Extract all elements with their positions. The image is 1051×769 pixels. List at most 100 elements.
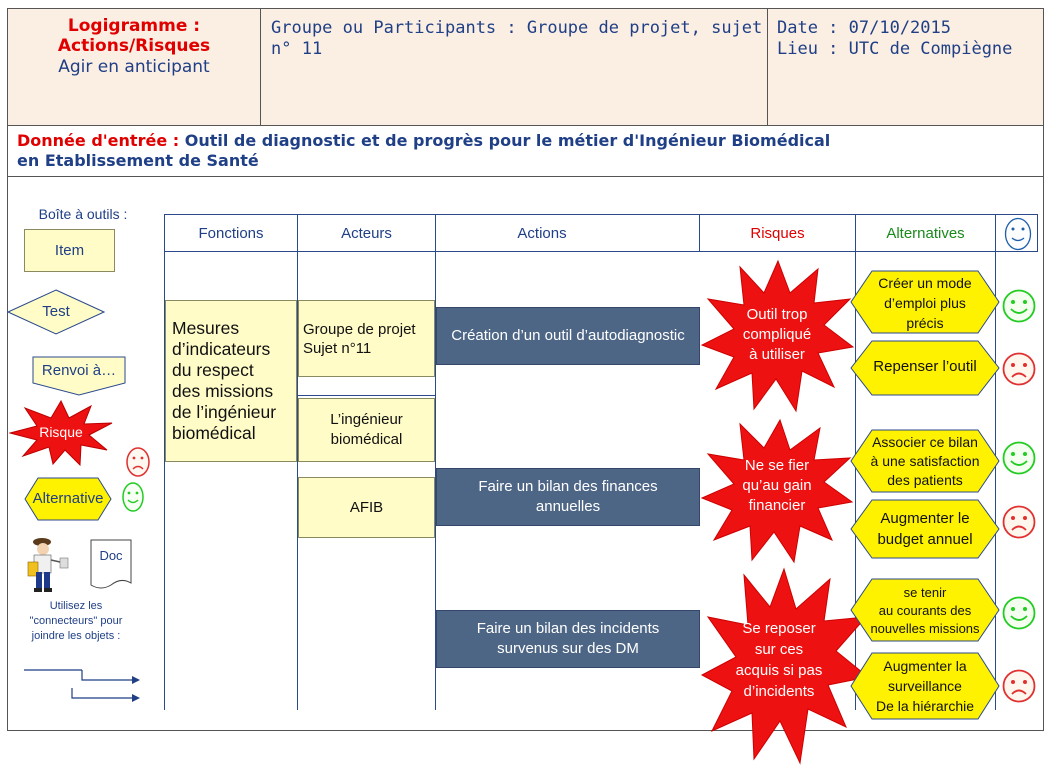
fonction-line: d’indicateurs — [172, 339, 271, 359]
toolbox-renvoi-shape[interactable] — [32, 356, 126, 396]
lieu-label: Lieu : UTC de Compiègne — [777, 39, 1013, 59]
alternative-hex-1[interactable] — [850, 270, 1000, 334]
risk-line: compliqué — [742, 326, 812, 343]
toolbox-item[interactable]: Item — [24, 229, 115, 272]
acteur-line: Sujet n°11 — [303, 339, 372, 357]
col-line-1 — [297, 214, 298, 710]
risk-line: d’incidents — [743, 683, 815, 700]
sad-face-icon — [1002, 505, 1036, 539]
col-header-fonctions: Fonctions — [198, 224, 264, 242]
group-label: Groupe ou Participants : Groupe de proje… — [271, 18, 763, 38]
toolbox-doc-label: Doc — [99, 548, 123, 563]
action-line: Faire un bilan des incidents — [476, 620, 660, 637]
alternative-text-2: Repenser l’outil — [873, 358, 977, 375]
col-header-actions: Actions — [517, 224, 567, 242]
col-line-2 — [435, 214, 436, 710]
toolbox-alternative-label: Alternative — [32, 490, 104, 507]
fonction-box[interactable]: Mesures d’indicateurs du respect des mis… — [165, 300, 297, 462]
fonction-text: Mesures d’indicateurs du respect des mis… — [172, 318, 276, 444]
fonction-line: du respect — [172, 360, 254, 380]
alternative-line: budget annuel — [877, 531, 973, 548]
risk-burst-1[interactable] — [700, 259, 855, 413]
col-header-risques: Risques — [750, 224, 805, 242]
action-label: Création d’un outil d’autodiagnostic — [451, 327, 685, 344]
alternative-line: se tenir — [903, 585, 947, 600]
col-line-0 — [164, 214, 165, 710]
action-line: survenus sur des DM — [497, 640, 639, 657]
risk-burst-2[interactable] — [700, 418, 855, 564]
risk-line: qu’au gain — [742, 477, 812, 494]
toolbox-title: Boîte à outils : — [38, 206, 128, 222]
alternative-line: des patients — [887, 472, 963, 488]
toolbox-connectors-line1: Utilisez les — [49, 600, 103, 612]
action-text: Faire un bilan des incidents survenus sur… — [477, 619, 660, 659]
acteur-line: Groupe de projet — [303, 320, 416, 338]
input-line2: en Etablissement de Santé — [17, 151, 259, 170]
fonction-line: des missions — [172, 381, 274, 401]
sad-face-icon — [1002, 352, 1036, 386]
action-bilan-incidents[interactable]: Faire un bilan des incidents survenus sur… — [436, 610, 700, 668]
date-label: Date : 07/10/2015 — [777, 18, 951, 38]
risk-line: à utiliser — [749, 346, 805, 363]
toolbox-test-label: Test — [42, 303, 70, 320]
fonction-line: Mesures — [172, 318, 240, 338]
acteur-separator — [298, 395, 435, 396]
risk-burst-3[interactable] — [700, 567, 870, 765]
table-top-line — [164, 214, 1037, 215]
input-row-box — [7, 125, 1044, 177]
action-line: Faire un bilan des finances — [478, 478, 658, 495]
person-icon — [27, 538, 69, 592]
risk-line: Ne se fier — [744, 457, 810, 474]
alternative-line: Augmenter la — [883, 658, 967, 674]
acteur-afib[interactable]: AFIB — [298, 477, 435, 538]
toolbox-connectors-line2: "connecteurs" pour — [29, 615, 123, 627]
alternative-hex-2[interactable] — [850, 340, 1000, 396]
col-line-3 — [699, 214, 700, 252]
toolbox-connectors-line3: joindre les objets : — [31, 630, 121, 642]
col-header-alternatives: Alternatives — [886, 224, 965, 242]
input-line1: Outil de diagnostic et de progrès pour l… — [184, 131, 831, 150]
fonction-line: de l’ingénieur — [172, 402, 277, 422]
alternative-hex-5[interactable] — [850, 578, 1000, 642]
alternative-line: précis — [906, 315, 944, 331]
toolbox-test-shape[interactable] — [7, 289, 105, 335]
risk-line: Se reposer — [742, 620, 816, 637]
fonction-line: biomédical — [172, 423, 256, 443]
action-creation-outil[interactable]: Création d’un outil d’autodiagnostic — [436, 307, 700, 365]
alternative-hex-3[interactable] — [850, 429, 1000, 493]
page-title-line2: Actions/Risques — [57, 36, 211, 56]
table-header-line — [164, 251, 1037, 252]
alternative-hex-4[interactable] — [850, 499, 1000, 559]
alternative-line: au courants des — [878, 603, 972, 618]
toolbox-alternative-shape[interactable] — [24, 477, 112, 521]
page-title: Logigramme : — [67, 16, 201, 36]
risk-line: financier — [748, 497, 806, 514]
happy-face-icon — [1002, 441, 1036, 475]
alternative-text-5: se tenir au courants des nouvelles mission… — [858, 584, 992, 638]
header-group-box — [260, 8, 768, 126]
toolbox-risque-shape[interactable] — [9, 400, 113, 466]
col-line-6 — [1037, 214, 1038, 252]
connector-arrows — [24, 669, 140, 702]
alternative-line: d’emploi plus — [884, 295, 966, 311]
alternative-hex-6[interactable] — [850, 652, 1000, 720]
header-smiley-icon — [1004, 217, 1032, 251]
happy-face-icon — [1002, 289, 1036, 323]
acteur-line: L’ingénieur — [330, 411, 403, 428]
alternative-line: nouvelles missions — [870, 621, 980, 636]
page-subtitle: Agir en anticipant — [58, 57, 210, 77]
alternative-line: surveillance — [888, 678, 962, 694]
header-title-box — [7, 8, 261, 126]
alternative-line: à une satisfaction — [870, 453, 980, 469]
risk-line: sur ces — [754, 641, 804, 658]
sad-face-icon — [126, 447, 150, 477]
sad-face-icon — [1002, 669, 1036, 703]
toolbox-renvoi-label: Renvoi à… — [41, 362, 117, 379]
